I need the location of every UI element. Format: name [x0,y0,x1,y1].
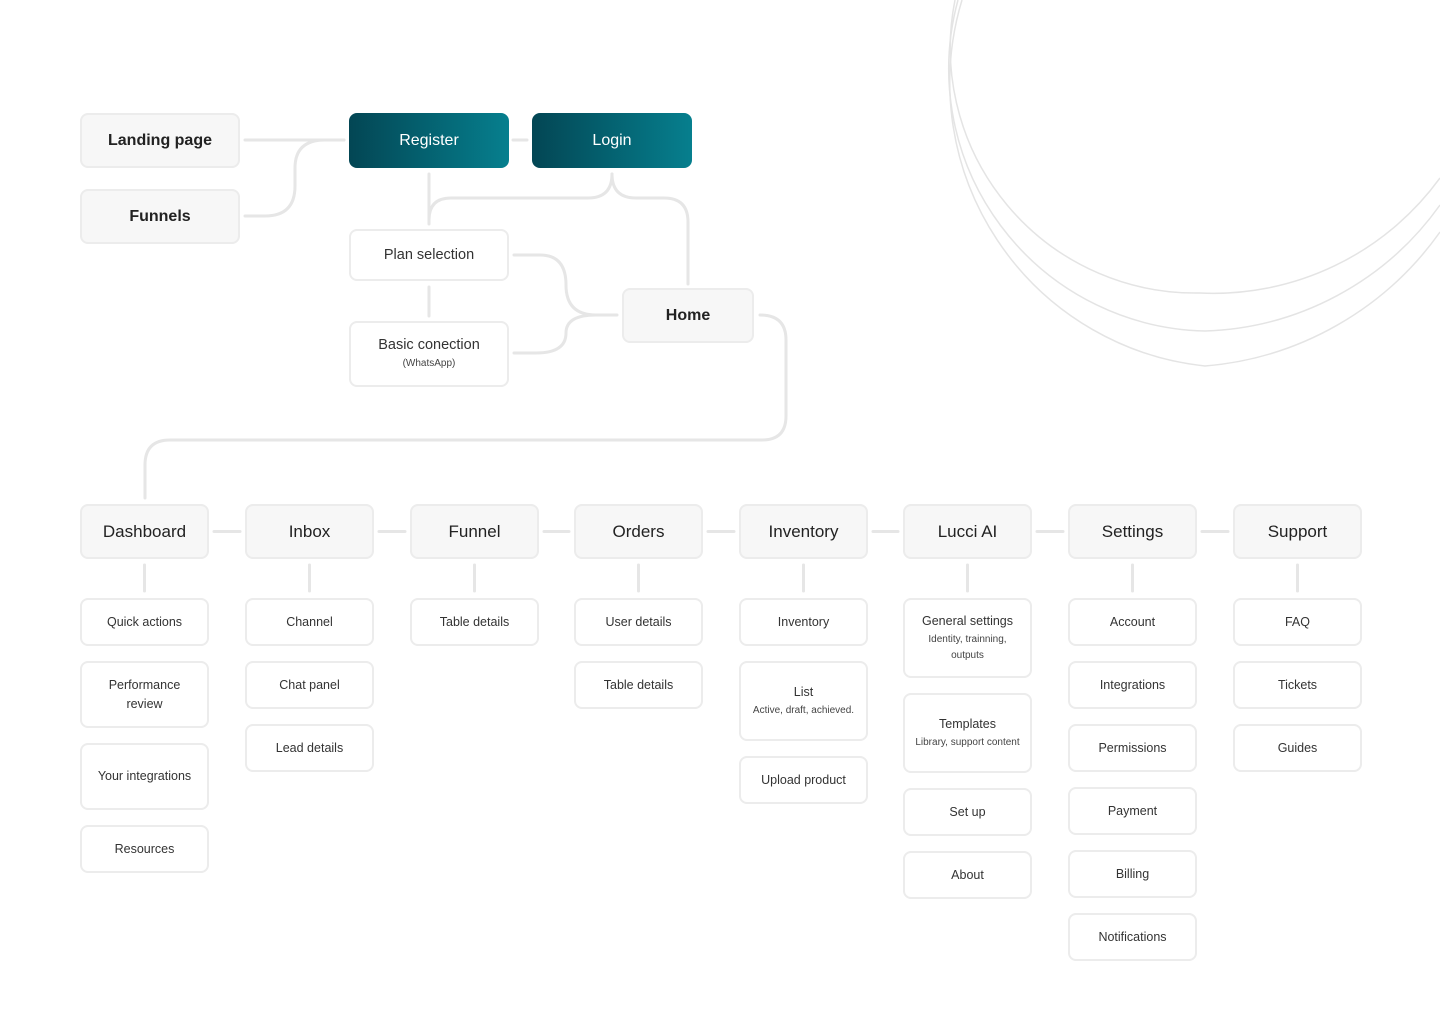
item-resources[interactable]: Resources [80,825,209,873]
item-integrations[interactable]: Integrations [1068,661,1197,709]
section-settings[interactable]: Settings [1068,504,1197,559]
item-label: Templates [939,717,996,731]
item-inventory[interactable]: Inventory [739,598,868,646]
section-title: Support [1267,521,1328,541]
home-node[interactable]: Home [622,288,754,343]
section-title: Orders [612,521,665,541]
item-label: General settings [921,614,1014,628]
home-label: Home [665,306,711,324]
item-label: Table details [603,677,674,692]
item-set-up[interactable]: Set up [903,788,1032,836]
section-title: Funnel [448,521,501,541]
item-label: Channel [286,614,333,629]
item-quick-actions[interactable]: Quick actions [80,598,209,646]
plan-selection-label: Plan selection [383,246,475,263]
item-notifications[interactable]: Notifications [1068,913,1197,961]
register-node[interactable]: Register [349,113,509,168]
item-label: Notifications [1098,929,1167,944]
plan-selection-node[interactable]: Plan selection [349,229,509,281]
basic-connection-sub: (WhatsApp) [402,358,456,369]
item-performance-review[interactable]: Performance review [80,661,209,728]
login-node[interactable]: Login [532,113,692,168]
item-user-details[interactable]: User details [574,598,703,646]
connector-funnels-register [243,138,346,218]
item-sublabel: Active, draft, achieved. [752,705,855,716]
item-label: Inventory [777,614,830,629]
connector-login-brace [427,172,614,222]
item-table-details[interactable]: Table details [410,598,539,646]
connector-basic-home [512,313,598,355]
item-label: Guides [1277,740,1318,755]
item-label: Resources [114,841,175,856]
section-orders[interactable]: Orders [574,504,703,559]
funnels-node[interactable]: Funnels [80,189,240,244]
section-title: Inventory [768,521,839,541]
item-label: Upload product [761,772,846,787]
section-lucci-ai[interactable]: Lucci AI [903,504,1032,559]
section-title: Dashboard [102,521,187,541]
item-label: User details [605,614,672,629]
login-label: Login [592,131,632,149]
section-title: Settings [1101,521,1164,541]
item-channel[interactable]: Channel [245,598,374,646]
item-label: Performance review [108,677,181,711]
item-label: Your integrations [97,769,192,783]
item-label: FAQ [1284,614,1310,629]
item-label: Set up [949,804,986,819]
item-guides[interactable]: Guides [1233,724,1362,772]
section-support[interactable]: Support [1233,504,1362,559]
item-billing[interactable]: Billing [1068,850,1197,898]
item-label: Payment [1107,803,1158,818]
item-chat-panel[interactable]: Chat panel [245,661,374,709]
register-label: Register [399,131,459,149]
item-label: Lead details [275,740,344,755]
item-label: About [951,867,984,882]
section-title: Lucci AI [937,521,998,541]
section-title: Inbox [288,521,331,541]
item-faq[interactable]: FAQ [1233,598,1362,646]
item-permissions[interactable]: Permissions [1068,724,1197,772]
item-your-integrations[interactable]: Your integrations [80,743,209,810]
item-sublabel: Library, support content [915,737,1020,748]
connector-home-dashboard [143,313,788,500]
item-lead-details[interactable]: Lead details [245,724,374,772]
item-label: List [793,685,814,699]
section-inbox[interactable]: Inbox [245,504,374,559]
item-payment[interactable]: Payment [1068,787,1197,835]
item-label: Integrations [1099,677,1166,692]
item-label: Chat panel [279,677,340,692]
item-label: Table details [439,614,510,629]
basic-connection-label: Basic conection [378,337,480,353]
landing-page-node[interactable]: Landing page [80,113,240,168]
item-label: Permissions [1098,740,1167,755]
item-sublabel: Identity, trainning, outputs [928,634,1007,661]
funnels-label: Funnels [129,207,191,225]
item-label: Account [1109,614,1156,629]
basic-connection-node[interactable]: Basic conection (WhatsApp) [349,321,509,387]
connector-login-home [610,172,690,286]
item-label: Billing [1115,866,1150,881]
item-label: Quick actions [106,614,183,629]
item-account[interactable]: Account [1068,598,1197,646]
item-table-details[interactable]: Table details [574,661,703,709]
landing-page-label: Landing page [108,131,212,149]
item-about[interactable]: About [903,851,1032,899]
section-dashboard[interactable]: Dashboard [80,504,209,559]
section-inventory[interactable]: Inventory [739,504,868,559]
item-label: Tickets [1277,677,1318,692]
item-upload-product[interactable]: Upload product [739,756,868,804]
connector-plan-home [512,253,619,317]
section-funnel[interactable]: Funnel [410,504,539,559]
item-tickets[interactable]: Tickets [1233,661,1362,709]
